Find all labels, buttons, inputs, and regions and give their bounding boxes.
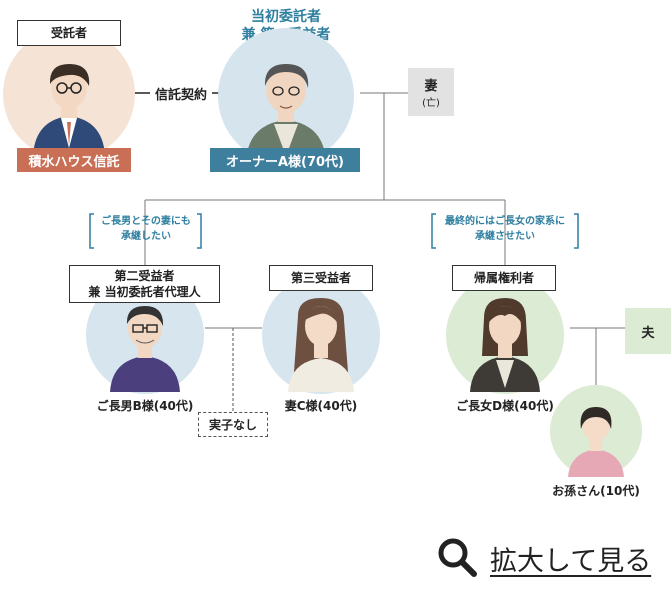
wife-box: 妻 (亡) [408,68,454,116]
trustee-role-label: 受託者 [17,20,121,46]
note-left: ご長男とその妻にも 承継したい [96,215,196,244]
note-left-line1: ご長男とその妻にも [101,216,191,227]
daughter-caption: ご長女D様(40代) [456,399,554,413]
son-caption: ご長男B様(40代) [96,399,194,413]
search-icon [438,538,477,577]
grandchild-portrait [550,385,642,477]
daughter-figure-icon [470,298,540,392]
husband-box: 夫 [625,308,671,354]
trustee-portrait [3,28,135,160]
settlor-portrait [218,28,354,164]
daughter-portrait [446,276,564,394]
wife-label: 妻 [424,79,438,94]
trustee-figure-icon [33,64,105,156]
settlor-name-label: オーナーA様(70代) [210,148,360,172]
husband-label: 夫 [641,325,655,341]
contract-label: 信託契約 [154,88,207,103]
son-role-line2: 兼 当初委託者代理人 [88,285,201,299]
settlor-title-line1: 当初委託者 [251,9,321,25]
note-right-line2: 承継させたい [475,230,535,242]
son-wife-figure-icon [288,298,354,392]
son-wife-portrait [262,276,380,394]
grandchild-figure-icon [568,407,624,477]
zoom-control[interactable]: 拡大して見る [436,536,670,580]
grandchild-caption: お孫さん(10代) [552,484,640,498]
son-wife-caption: 妻C様(40代) [284,399,358,413]
son-role-line1: 第二受益者 [114,268,175,283]
settlor-figure-icon [246,64,326,162]
son-wife-role-label: 第三受益者 [269,265,373,291]
trustee-name-label: 積水ハウス信託 [17,148,131,172]
son-figure-icon [110,306,180,392]
daughter-role-label: 帰属権利者 [452,265,556,291]
wife-status: (亡) [422,98,440,109]
son-role-label: 第二受益者 兼 当初委託者代理人 [69,265,220,303]
zoom-link[interactable]: 拡大して見る [490,545,652,577]
no-children-label: 実子なし [198,412,268,437]
note-right-line1: 最終的にはご長女の家系に [445,216,565,227]
note-right: 最終的にはご長女の家系に 承継させたい [437,215,573,244]
note-left-line2: 承継したい [121,230,171,242]
